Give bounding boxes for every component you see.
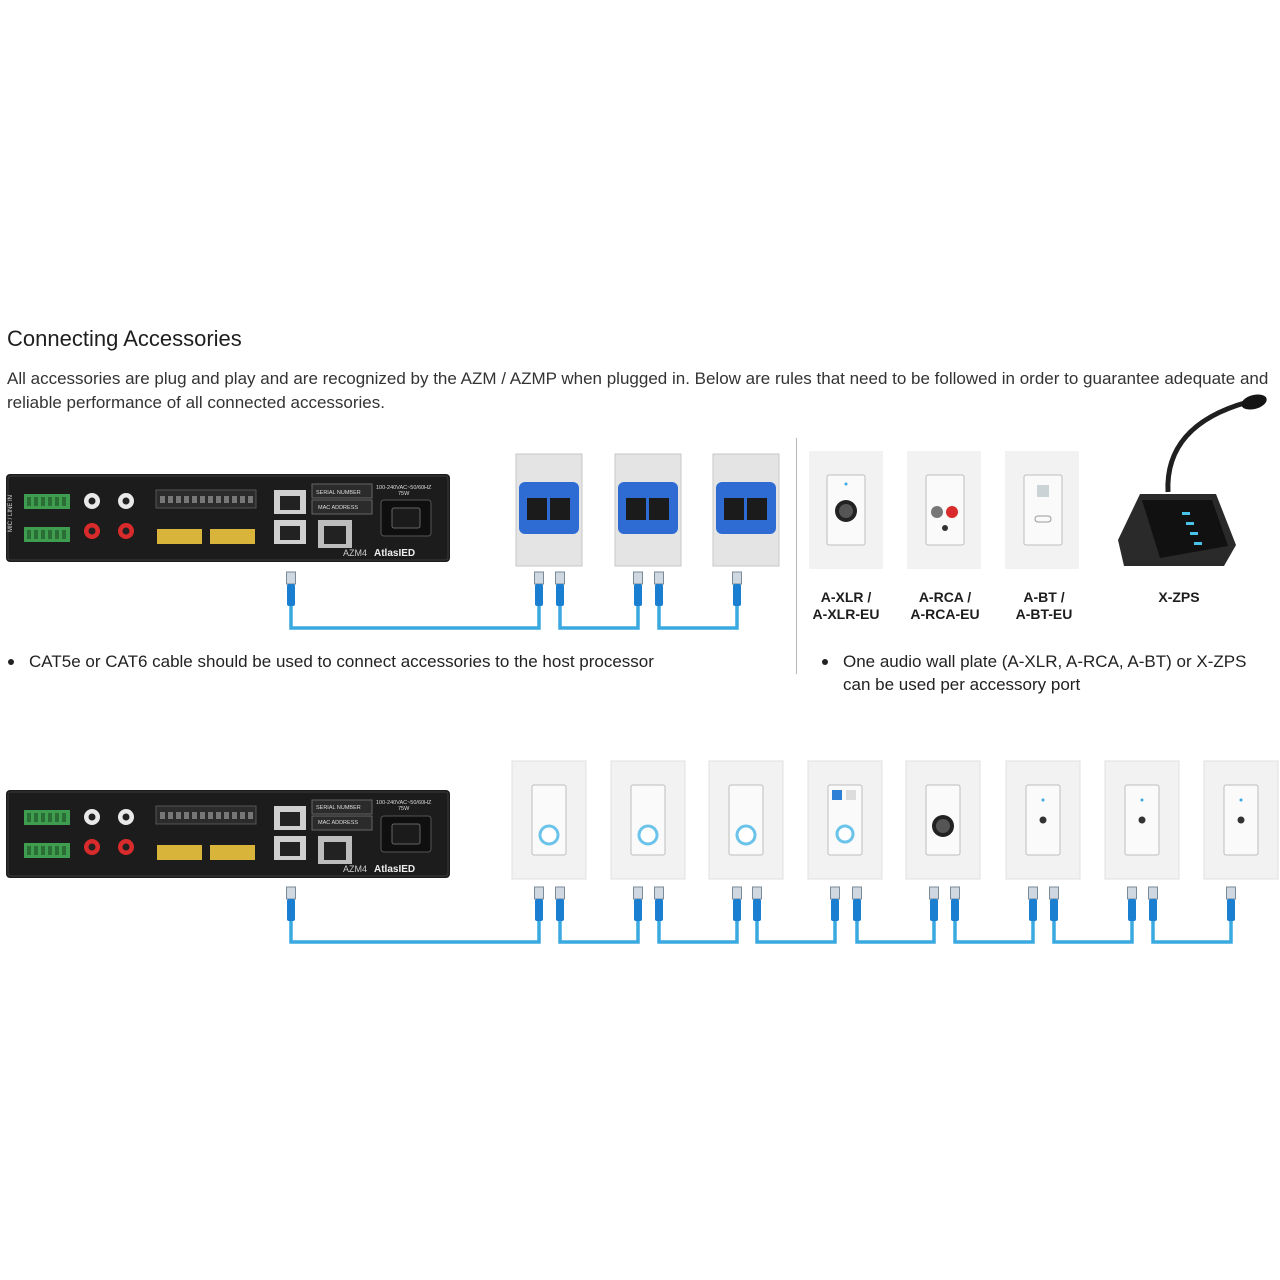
proc2-power-label: 100-240VAC~50/60HZ — [376, 800, 432, 806]
cable-bottom-5 — [855, 905, 936, 944]
cable-bottom-4 — [755, 905, 837, 944]
cable-top-2 — [558, 590, 640, 630]
bullet-dot — [822, 659, 828, 665]
bottom-accessory-plates — [511, 760, 1279, 880]
cable-bottom-3 — [657, 905, 739, 944]
bullet-port-line1: One audio wall plate (A-XLR, A-RCA, A-BT… — [843, 652, 1247, 671]
proc2-watt-label: 75W — [398, 806, 410, 812]
cable-bottom-2 — [558, 905, 640, 944]
proc-mic-line-label: MIC / LINE IN — [8, 495, 14, 532]
cable-bottom-7 — [1052, 905, 1134, 944]
blue-wall-plate-3 — [712, 453, 780, 567]
proc-model-label: AZM4 — [343, 548, 367, 558]
cables-bottom — [289, 905, 1233, 944]
source-selector-plate — [807, 760, 883, 880]
cable-top-1 — [289, 590, 541, 630]
plugs-bottom — [286, 886, 1236, 922]
bullet-cable-text: CAT5e or CAT6 cable should be used to co… — [29, 652, 654, 671]
column-divider — [796, 438, 797, 674]
xlr-plate — [905, 760, 981, 880]
cable-top-3 — [657, 590, 739, 630]
proc2-brand-label: AtlasIED — [374, 864, 415, 875]
blue-wall-plate-2 — [614, 453, 682, 567]
cable-bottom-1 — [289, 905, 541, 944]
section-title: Connecting Accessories — [7, 326, 242, 351]
button-plate-1 — [1005, 760, 1081, 880]
proc-mac-label: MAC ADDRESS — [318, 505, 358, 511]
volume-plate-2 — [610, 760, 686, 880]
a-rca-plate — [907, 451, 981, 569]
intro-paragraph: All accessories are plug and play and ar… — [7, 369, 1269, 412]
x-zps-paging-station — [1118, 394, 1267, 566]
processor-top: MIC / LINE IN SERIAL NUMBER MAC ADDRESS … — [5, 473, 451, 563]
proc2-serial-label: SERIAL NUMBER — [316, 805, 361, 811]
button-plate-3 — [1203, 760, 1279, 880]
label-x-zps: X-ZPS — [1158, 589, 1200, 605]
processor-bottom: SERIAL NUMBER MAC ADDRESS 100-240VAC~50/… — [5, 789, 451, 879]
bullet-port-line2: can be used per accessory port — [843, 675, 1081, 694]
bullet-port-text: One audio wall plate (A-XLR, A-RCA, A-BT… — [843, 650, 1246, 696]
proc-power-label: 100-240VAC~50/60HZ — [376, 485, 432, 491]
volume-plate-3 — [708, 760, 784, 880]
a-bt-plate — [1005, 451, 1079, 569]
bullet-dot — [8, 659, 14, 665]
label-a-bt: A-BT / A-BT-EU — [1015, 589, 1073, 622]
label-a-rca: A-RCA / A-RCA-EU — [910, 589, 980, 622]
button-plate-2 — [1104, 760, 1180, 880]
proc-watt-label: 75W — [398, 491, 410, 497]
volume-plate-1 — [511, 760, 587, 880]
blue-wall-plate-1 — [515, 453, 583, 567]
cable-bottom-6 — [953, 905, 1035, 944]
proc2-mac-label: MAC ADDRESS — [318, 820, 358, 826]
proc-serial-label: SERIAL NUMBER — [316, 490, 361, 496]
a-xlr-plate — [809, 451, 883, 569]
proc-brand-label: AtlasIED — [374, 548, 415, 559]
label-a-xlr: A-XLR / A-XLR-EU — [812, 589, 880, 622]
proc2-model-label: AZM4 — [343, 864, 367, 874]
plugs-top — [286, 571, 742, 607]
cable-bottom-8 — [1151, 905, 1233, 944]
